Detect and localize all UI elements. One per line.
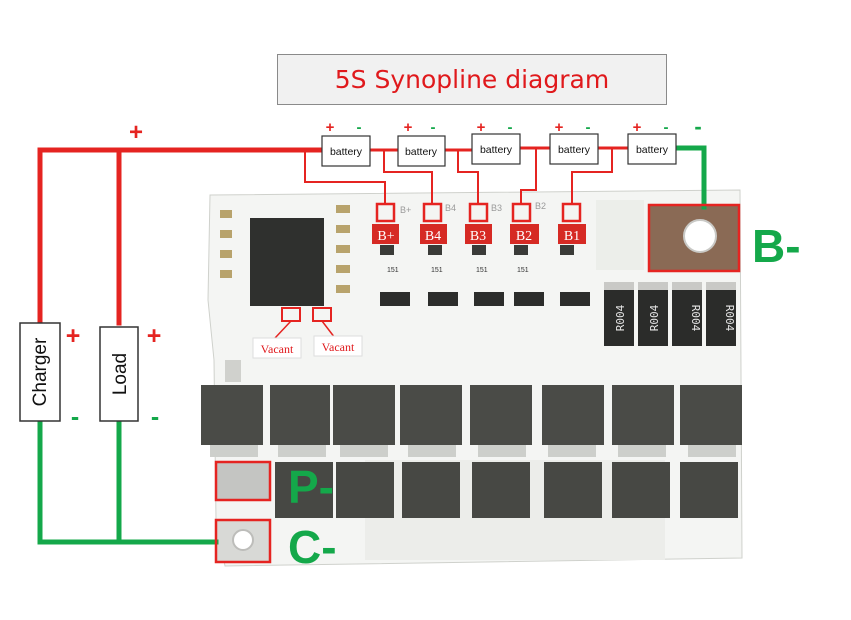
resistor-mark: R004 — [689, 305, 702, 332]
battery-label: battery — [480, 144, 513, 156]
p-minus-label: P- — [288, 461, 334, 513]
diagram-title: 5S Synopline diagram — [277, 54, 667, 105]
battery-plus: + — [326, 119, 335, 136]
battery-label: battery — [636, 144, 669, 156]
vacant-pads: Vacant Vacant — [252, 307, 363, 359]
p-minus-pad-box — [214, 460, 272, 502]
battery-minus: - — [508, 119, 513, 136]
silk-tap: B+ — [400, 205, 411, 215]
tap-wires — [304, 148, 613, 204]
extra-minus: - — [694, 114, 701, 139]
chip-code: 151 — [387, 267, 399, 274]
mosfet-row-top — [201, 360, 742, 457]
battery-plus: + — [404, 119, 413, 136]
tap-label-bplus: B+ — [377, 229, 394, 244]
top-plus-sign: + — [129, 119, 143, 146]
charger-minus: - — [71, 403, 79, 431]
load-label: Load — [110, 353, 131, 395]
battery-plus: + — [477, 119, 486, 136]
battery-label: battery — [558, 144, 591, 156]
b-minus-pad-box — [647, 203, 741, 273]
pcb-board: 151 151 151 151 B+ B4 B3 B2 R004 R004 R0… — [201, 189, 743, 567]
negative-wires — [37, 145, 707, 545]
c-minus-label: C- — [288, 521, 337, 573]
load-minus: - — [151, 403, 159, 431]
battery-minus: - — [664, 119, 669, 136]
load-box: Load + - — [99, 322, 162, 431]
tap-pads: B+ B4 B3 B2 B1 — [372, 202, 586, 244]
small-components — [220, 205, 574, 293]
chip-code: 151 — [476, 267, 488, 274]
chip-code: 151 — [431, 267, 443, 274]
b-minus-label: B- — [752, 220, 801, 272]
vacant-label: Vacant — [322, 340, 355, 354]
silk-tap: B2 — [535, 201, 546, 211]
sense-resistors: R004 R004 R004 R004 — [604, 282, 736, 346]
battery-minus: - — [431, 119, 436, 136]
positive-wires — [37, 147, 325, 326]
c-minus-pad-box — [214, 518, 272, 564]
battery-plus: + — [633, 119, 642, 136]
tap-label-b2: B2 — [516, 229, 532, 244]
battery-plus: + — [555, 119, 564, 136]
resistor-mark: R004 — [723, 305, 736, 332]
tap-label-b4: B4 — [425, 229, 441, 244]
charger-label: Charger — [30, 337, 51, 406]
silk-tap: B3 — [491, 203, 502, 213]
sot-chips — [380, 292, 590, 306]
resistor-mark: R004 — [648, 304, 661, 331]
tap-label-b1: B1 — [564, 229, 580, 244]
battery-label: battery — [330, 146, 363, 158]
battery-cells: battery + - battery + - battery + - batt… — [321, 114, 702, 167]
vacant-label: Vacant — [261, 342, 294, 356]
resistor-mark: R004 — [614, 304, 627, 331]
battery-1: battery + - — [321, 119, 371, 167]
battery-minus: - — [586, 119, 591, 136]
mosfet-row-bottom — [275, 462, 738, 518]
silk-tap: B4 — [445, 203, 456, 213]
battery-3: battery + - — [471, 119, 521, 165]
charger-box: Charger + - — [19, 322, 81, 431]
battery-2: battery + - — [397, 119, 446, 167]
battery-4: battery + - — [549, 119, 599, 165]
charger-plus: + — [66, 322, 81, 350]
tap-label-b3: B3 — [470, 229, 486, 244]
battery-label: battery — [405, 146, 438, 158]
load-plus: + — [147, 322, 162, 350]
battery-minus: - — [357, 119, 362, 136]
main-ic — [250, 218, 324, 306]
battery-5: battery + - — [627, 119, 677, 165]
chip-code: 151 — [517, 267, 529, 274]
